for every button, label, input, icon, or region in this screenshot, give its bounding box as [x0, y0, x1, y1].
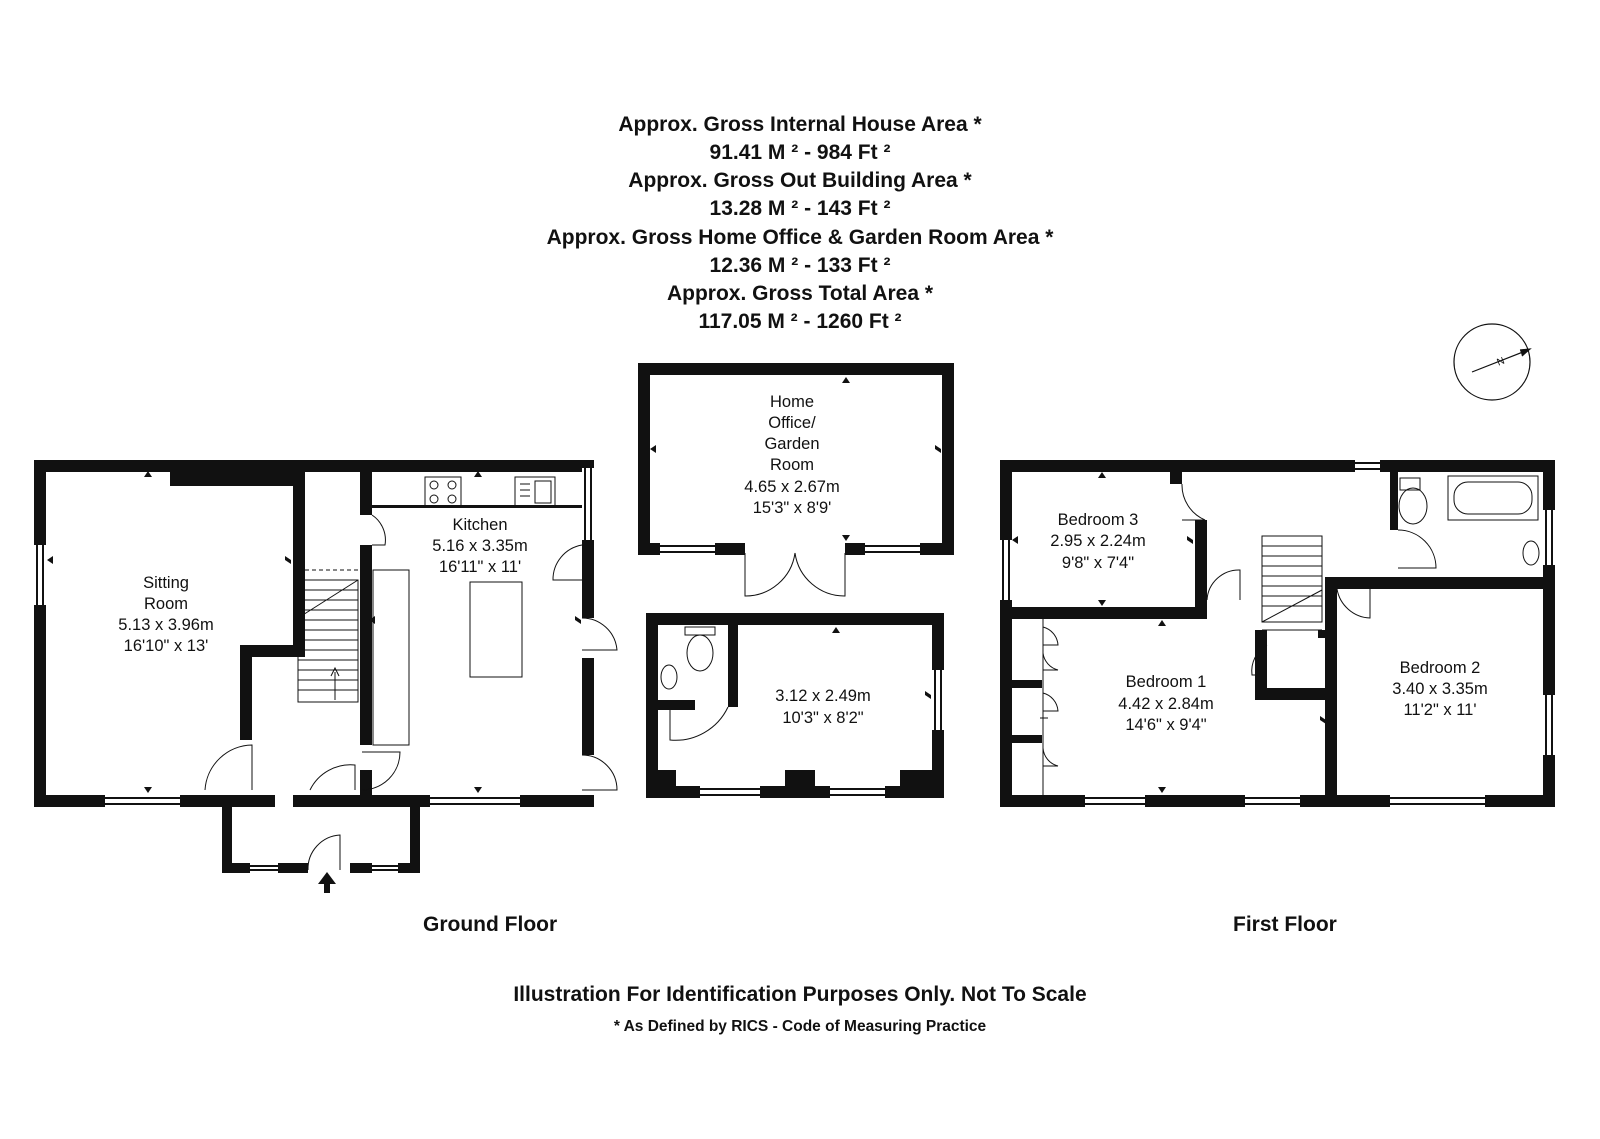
bedroom3-dims-m: 2.95 x 2.24m [1050, 532, 1145, 550]
office-label-1: Home [770, 393, 814, 411]
dimension-ticks [47, 377, 1326, 793]
room-labels: Sitting Room 5.13 x 3.96m 16'10" x 13' K… [118, 393, 1487, 734]
outbuilding-fittings [660, 626, 729, 741]
office-label-3: Garden [764, 435, 819, 453]
area-line-7: Approx. Gross Total Area * [666, 282, 934, 305]
office-label-2: Office/ [768, 414, 816, 432]
rics-note: * As Defined by RICS - Code of Measuring… [613, 1018, 987, 1035]
home-office-plan [638, 363, 954, 555]
sitting-dims-ft: 16'10" x 13' [124, 637, 209, 655]
sitting-dims-m: 5.13 x 3.96m [118, 616, 213, 634]
area-line-2: 91.41 M ² - 984 Ft ² [709, 141, 891, 164]
sitting-label-1: Sitting [143, 574, 189, 592]
bedroom1-dims-m: 4.42 x 2.84m [1118, 695, 1213, 713]
outbuilding-dims-m: 3.12 x 2.49m [775, 687, 870, 705]
bedroom1-label: Bedroom 1 [1126, 673, 1207, 691]
area-line-6: 12.36 M ² - 133 Ft ² [709, 254, 891, 277]
wardrobe [1040, 619, 1059, 795]
kitchen-fittings [372, 476, 556, 746]
bedroom2-dims-ft: 11'2" x 11' [1403, 701, 1476, 719]
area-line-1: Approx. Gross Internal House Area * [618, 113, 982, 136]
office-dims-m: 4.65 x 2.67m [744, 478, 839, 496]
entrance-arrow [318, 872, 336, 893]
bedroom3-label: Bedroom 3 [1058, 511, 1139, 529]
bedroom2-label: Bedroom 2 [1400, 659, 1481, 677]
compass: N [1453, 323, 1532, 401]
office-label-4: Room [770, 456, 814, 474]
first-floor-label: First Floor [1233, 913, 1337, 936]
outbuilding-plan [646, 613, 944, 798]
bedroom1-dims-ft: 14'6" x 9'4" [1125, 716, 1206, 734]
area-line-4: 13.28 M ² - 143 Ft ² [709, 197, 891, 220]
bedroom3-dims-ft: 9'8" x 7'4" [1062, 554, 1134, 572]
outbuilding-dims-ft: 10'3" x 8'2" [782, 709, 863, 727]
kitchen-dims-m: 5.16 x 3.35m [432, 537, 527, 555]
area-line-8: 117.05 M ² - 1260 Ft ² [698, 310, 902, 333]
first-doors [1181, 483, 1437, 676]
ground-floor-plan [34, 460, 594, 873]
bathroom-fittings [1398, 475, 1540, 566]
first-stairs [1261, 535, 1323, 631]
ground-floor-label: Ground Floor [423, 913, 558, 936]
ground-stairs [297, 569, 359, 703]
area-line-5: Approx. Gross Home Office & Garden Room … [546, 226, 1054, 249]
sitting-label-2: Room [144, 595, 188, 613]
first-floor-plan [1000, 460, 1555, 807]
area-line-3: Approx. Gross Out Building Area * [628, 169, 972, 192]
kitchen-label: Kitchen [452, 516, 507, 534]
kitchen-dims-ft: 16'11" x 11' [439, 558, 521, 576]
office-doors [744, 552, 846, 597]
ground-doors [204, 514, 618, 871]
bedroom2-dims-m: 3.40 x 3.35m [1392, 680, 1487, 698]
compass-letter: N [1496, 356, 1507, 369]
disclaimer-text: Illustration For Identification Purposes… [513, 983, 1087, 1006]
office-dims-ft: 15'3" x 8'9' [753, 499, 832, 517]
